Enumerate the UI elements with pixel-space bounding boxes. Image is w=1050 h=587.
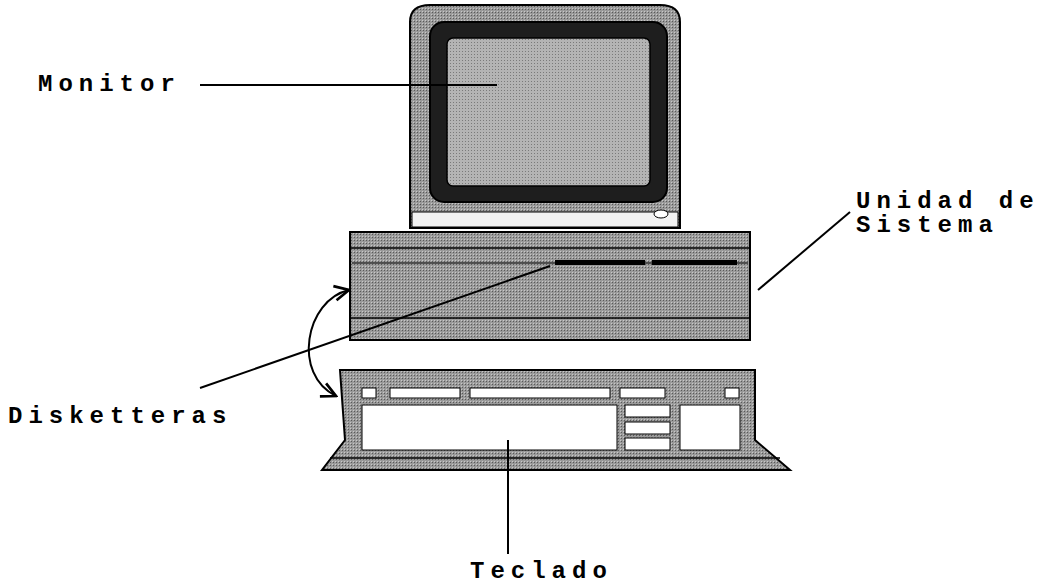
monitor-shape	[410, 5, 680, 228]
leader-lines	[200, 85, 850, 554]
keyboard-shape	[322, 370, 790, 470]
system-unit-shape	[350, 232, 750, 340]
part-label: Disketteras	[8, 405, 258, 429]
part-label: Monitor	[38, 73, 208, 97]
part-label: Teclado	[470, 560, 670, 584]
part-label: Unidad de Sistema	[856, 190, 1046, 238]
